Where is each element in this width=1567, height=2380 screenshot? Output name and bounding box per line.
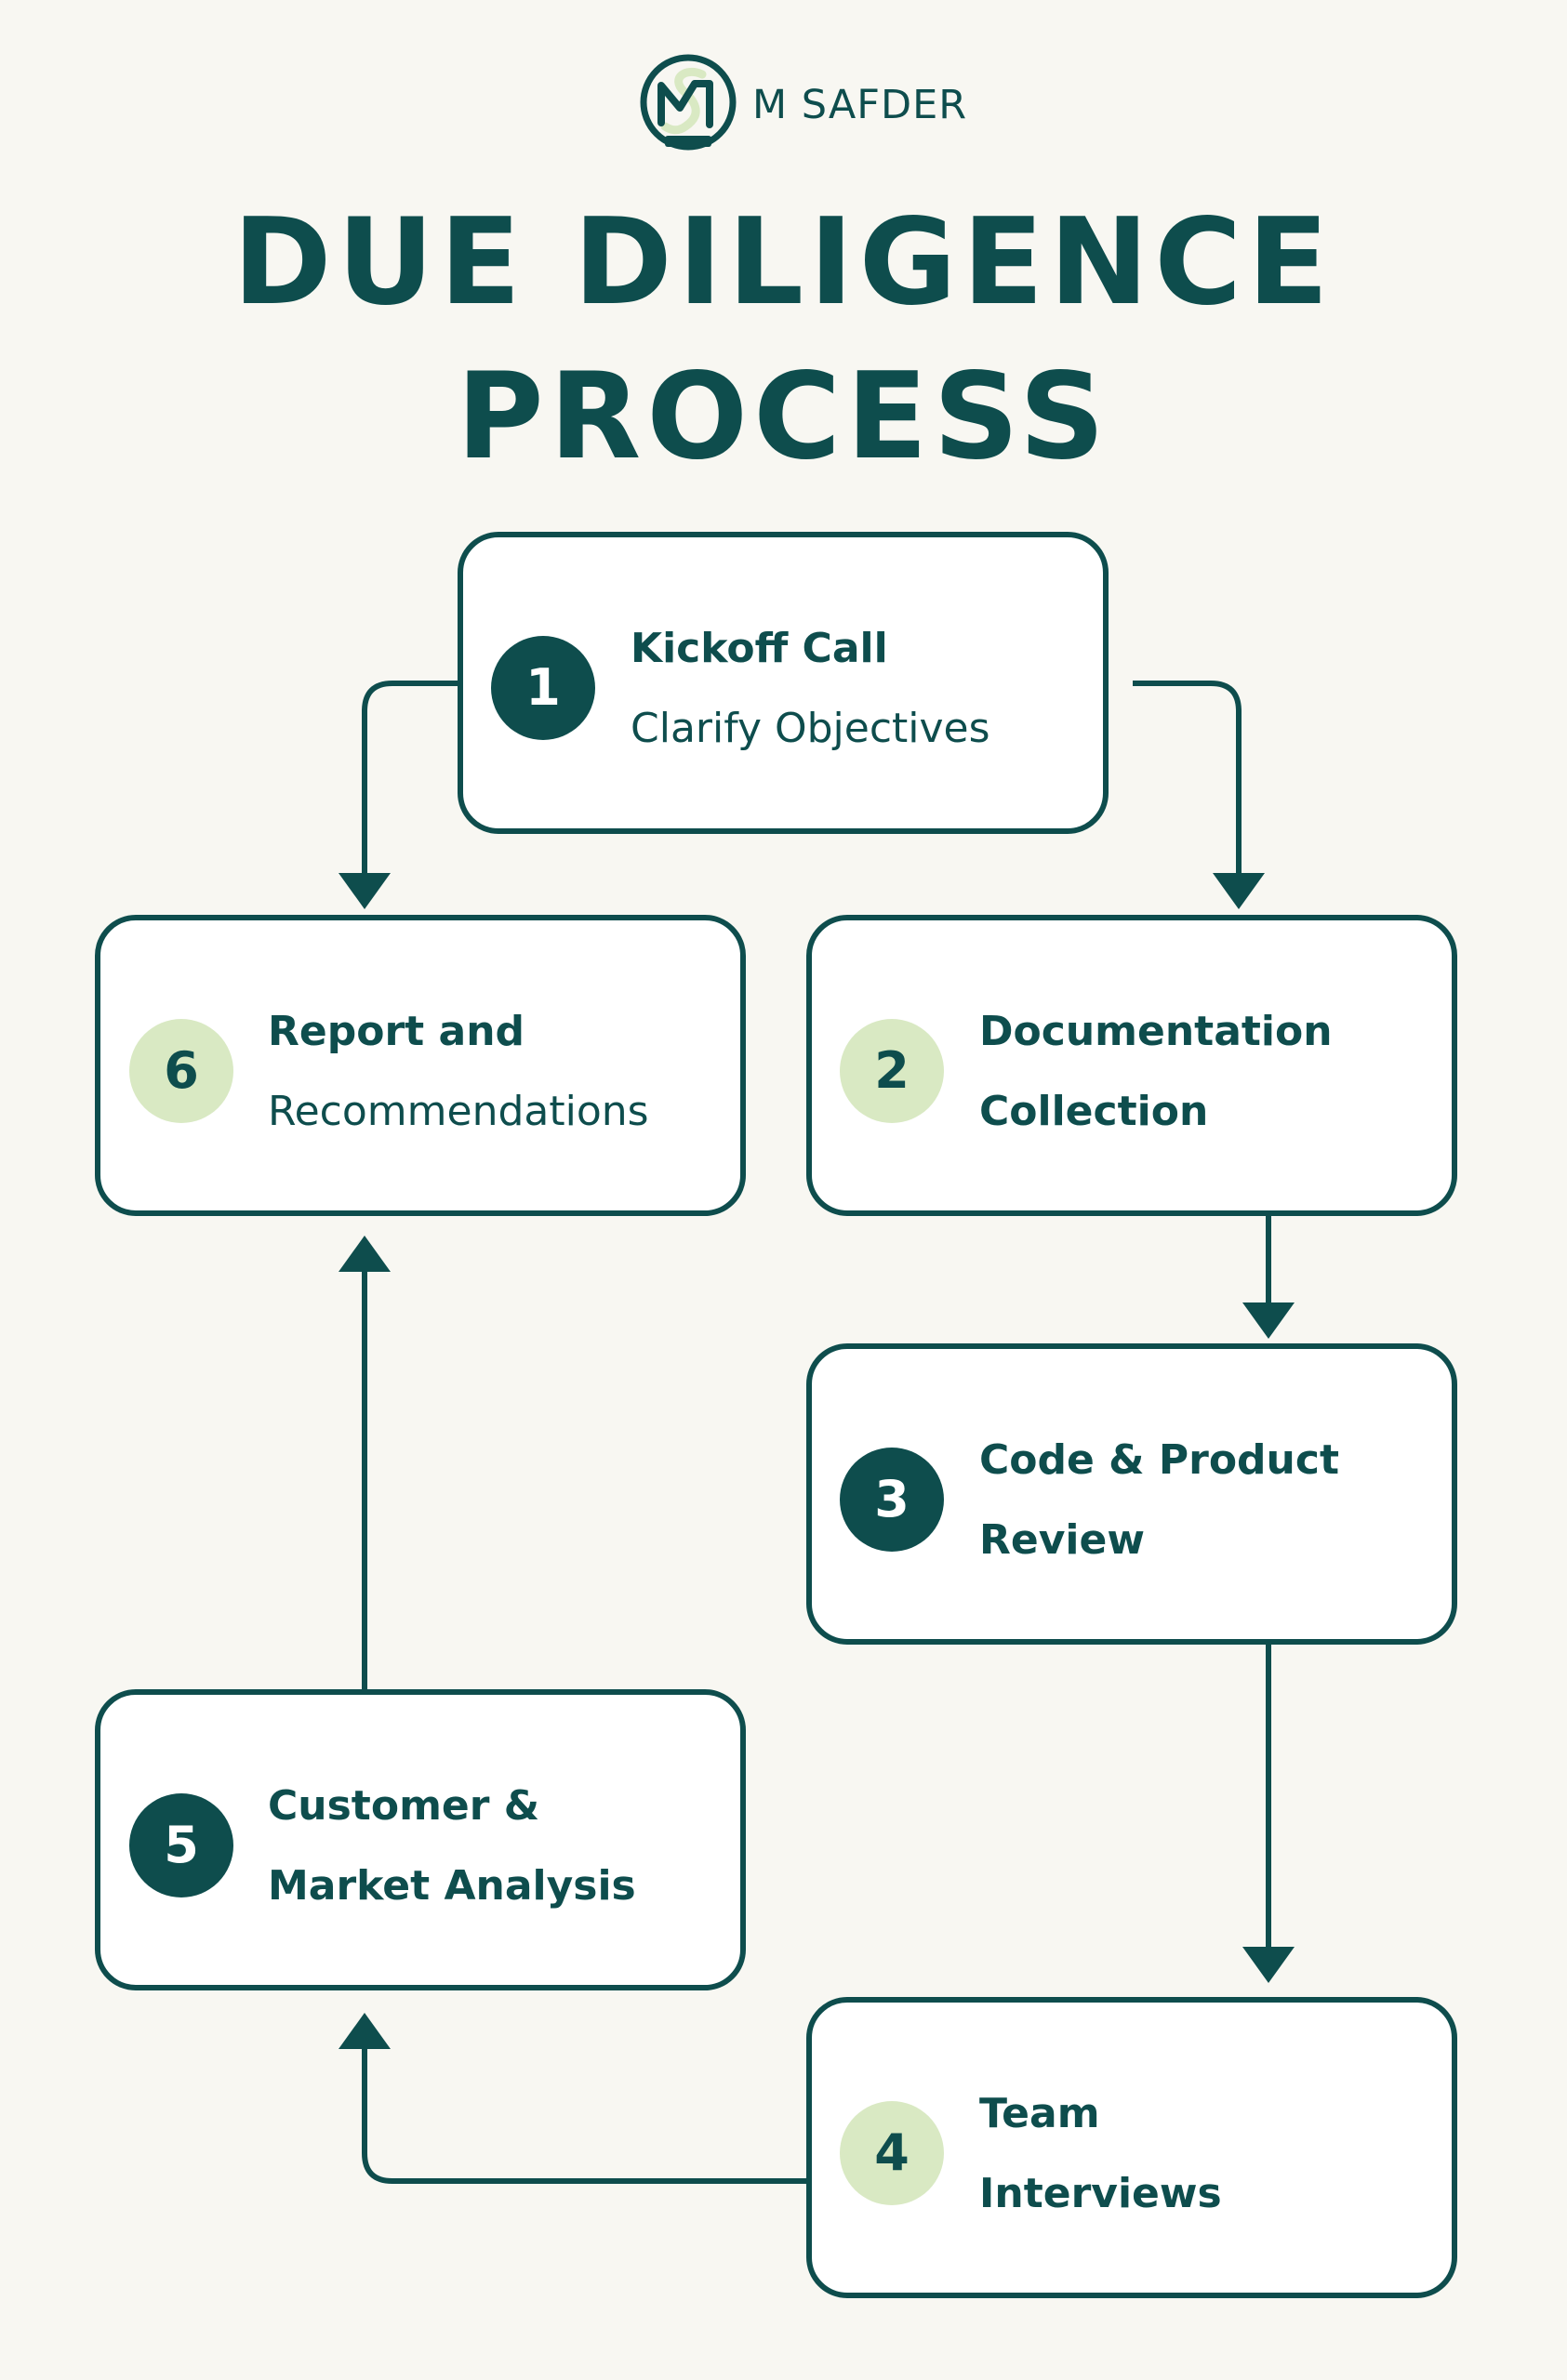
arrow-4-to-5: [362, 2047, 807, 2184]
step-text-6: Report and Recommendations: [268, 992, 649, 1152]
step-title-4: Team: [979, 2090, 1100, 2137]
step-box-3: 3 Code & Product Review: [806, 1343, 1457, 1645]
step-subtitle-3: Review: [979, 1516, 1145, 1564]
step-box-5: 5 Customer & Market Analysis: [95, 1689, 746, 1990]
step-number-5: 5: [129, 1793, 233, 1897]
step-text-1: Kickoff Call Clarify Objectives: [631, 609, 990, 769]
step-number-4: 4: [840, 2101, 944, 2205]
arrowhead-1-to-2: [1213, 873, 1265, 909]
brand-name: M SAFDER: [752, 82, 968, 128]
step-subtitle-1: Clarify Objectives: [631, 705, 990, 752]
step-subtitle-6: Recommendations: [268, 1088, 649, 1135]
arrowhead-5-to-6: [339, 1236, 391, 1272]
step-box-6: 6 Report and Recommendations: [95, 915, 746, 1216]
step-title-6: Report and: [268, 1008, 525, 1055]
step-title-3: Code & Product: [979, 1436, 1339, 1484]
step-subtitle-5: Market Analysis: [268, 1862, 636, 1910]
step-text-5: Customer & Market Analysis: [268, 1766, 636, 1926]
step-subtitle-2: Collection: [979, 1088, 1209, 1135]
step-box-1: 1 Kickoff Call Clarify Objectives: [458, 532, 1109, 834]
step-number-6: 6: [129, 1019, 233, 1123]
brand-header: M SAFDER: [637, 54, 967, 156]
title-line-2: PROCESS: [456, 348, 1111, 486]
step-title-2: Documentation: [979, 1008, 1333, 1055]
arrow-1-to-2: [1133, 681, 1242, 876]
step-box-2: 2 Documentation Collection: [806, 915, 1457, 1216]
step-title-1: Kickoff Call: [631, 625, 888, 672]
step-title-5: Customer &: [268, 1782, 540, 1830]
ms-monogram-logo-icon: [640, 54, 737, 151]
title-line-1: DUE DILIGENCE: [232, 193, 1335, 332]
step-subtitle-4: Interviews: [979, 2170, 1222, 2217]
arrowhead-4-to-5: [339, 2013, 391, 2049]
arrow-1-to-6: [362, 681, 458, 876]
step-number-3: 3: [840, 1448, 944, 1552]
arrowhead-1-to-6: [339, 873, 391, 909]
step-text-4: Team Interviews: [979, 2074, 1222, 2234]
step-text-3: Code & Product Review: [979, 1421, 1339, 1580]
step-box-4: 4 Team Interviews: [806, 1997, 1457, 2298]
arrowhead-2-to-3: [1242, 1302, 1295, 1339]
step-number-1: 1: [491, 636, 595, 740]
arrowhead-3-to-4: [1242, 1947, 1295, 1983]
step-number-2: 2: [840, 1019, 944, 1123]
page-title: DUE DILIGENCE PROCESS: [0, 186, 1567, 495]
step-text-2: Documentation Collection: [979, 992, 1333, 1152]
